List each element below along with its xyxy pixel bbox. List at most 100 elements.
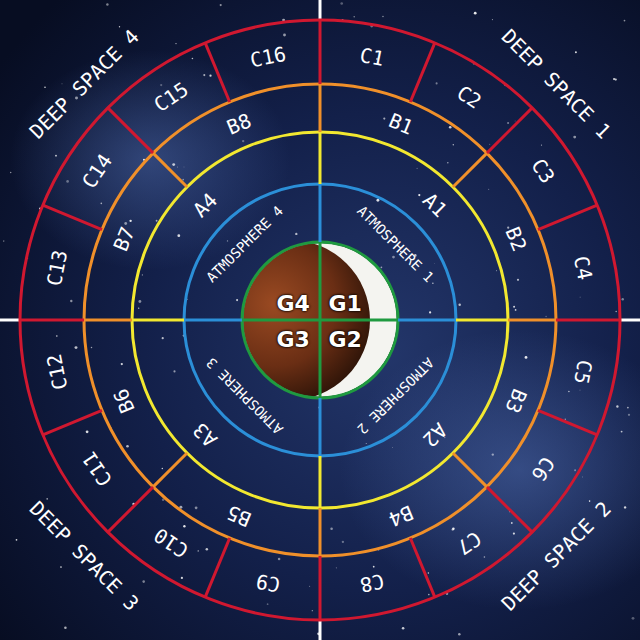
star — [624, 20, 626, 22]
star — [575, 51, 577, 53]
star — [447, 162, 449, 164]
core-sector: G2 — [326, 325, 365, 354]
ring-circle — [84, 84, 556, 556]
star — [66, 180, 69, 183]
axis-line — [0, 319, 20, 322]
star — [203, 74, 205, 76]
ring-circle — [132, 132, 508, 508]
star — [86, 430, 89, 433]
star — [330, 527, 333, 530]
ring-circle — [20, 20, 620, 620]
star — [195, 506, 198, 509]
sector-label: C5 — [569, 358, 597, 386]
sector-label: G3 — [277, 327, 310, 352]
star — [340, 2, 343, 5]
star — [162, 337, 164, 339]
star — [513, 306, 515, 308]
star — [453, 144, 454, 145]
star — [484, 556, 486, 558]
star — [209, 75, 211, 77]
star — [402, 627, 405, 630]
star — [495, 270, 497, 272]
star — [183, 525, 185, 527]
divider — [487, 108, 532, 153]
star — [129, 220, 131, 222]
sector-label: C1 — [358, 43, 386, 71]
star — [392, 447, 394, 449]
star — [206, 548, 209, 551]
star — [436, 82, 438, 84]
star-field — [3, 2, 635, 635]
star — [489, 144, 490, 145]
divider — [319, 508, 322, 556]
star — [376, 199, 379, 202]
star — [589, 500, 591, 502]
star — [61, 83, 62, 84]
star — [458, 303, 460, 305]
star — [458, 633, 461, 636]
star — [545, 316, 547, 318]
star — [628, 414, 630, 416]
star — [514, 120, 516, 122]
divider — [43, 205, 102, 229]
divider — [319, 20, 322, 84]
divider — [538, 410, 597, 434]
star — [383, 118, 385, 120]
star — [488, 189, 489, 190]
star — [242, 140, 244, 142]
sector-label: C12 — [42, 352, 73, 392]
star — [138, 300, 141, 303]
ring-circle — [242, 242, 398, 398]
divider — [43, 410, 102, 434]
star — [91, 347, 93, 349]
divider — [108, 487, 153, 532]
divider — [319, 84, 322, 132]
star — [55, 155, 57, 157]
star — [492, 19, 493, 20]
star — [365, 443, 367, 445]
divider — [398, 319, 456, 322]
star — [236, 299, 238, 301]
c-dividers — [20, 20, 620, 620]
star — [621, 298, 623, 300]
star — [474, 12, 477, 15]
star — [511, 522, 513, 524]
star — [156, 220, 158, 222]
divider — [556, 319, 620, 322]
star — [507, 122, 509, 124]
star — [309, 585, 311, 587]
divider — [508, 319, 556, 322]
divider — [319, 132, 322, 184]
star — [342, 541, 344, 543]
sector-label: C4 — [569, 254, 597, 282]
star — [613, 78, 615, 80]
axis-line — [620, 319, 640, 322]
divider — [132, 319, 184, 322]
star — [177, 167, 178, 168]
star — [100, 203, 102, 205]
star — [173, 370, 175, 372]
star — [579, 389, 581, 391]
star — [513, 533, 515, 535]
star — [434, 262, 436, 264]
star — [64, 626, 67, 629]
star — [181, 577, 183, 579]
star — [627, 407, 629, 409]
sector-label: G1 — [329, 291, 362, 316]
star — [381, 266, 383, 268]
star — [60, 566, 62, 568]
star — [624, 506, 626, 508]
star — [192, 58, 194, 60]
star — [278, 558, 281, 561]
star — [574, 469, 576, 471]
core-sector: G4 — [274, 289, 313, 318]
star — [44, 86, 46, 88]
star — [573, 136, 576, 139]
star — [429, 311, 431, 313]
divider — [453, 153, 487, 187]
sector-label: C13 — [42, 248, 73, 288]
star — [56, 335, 58, 337]
star — [451, 528, 453, 530]
